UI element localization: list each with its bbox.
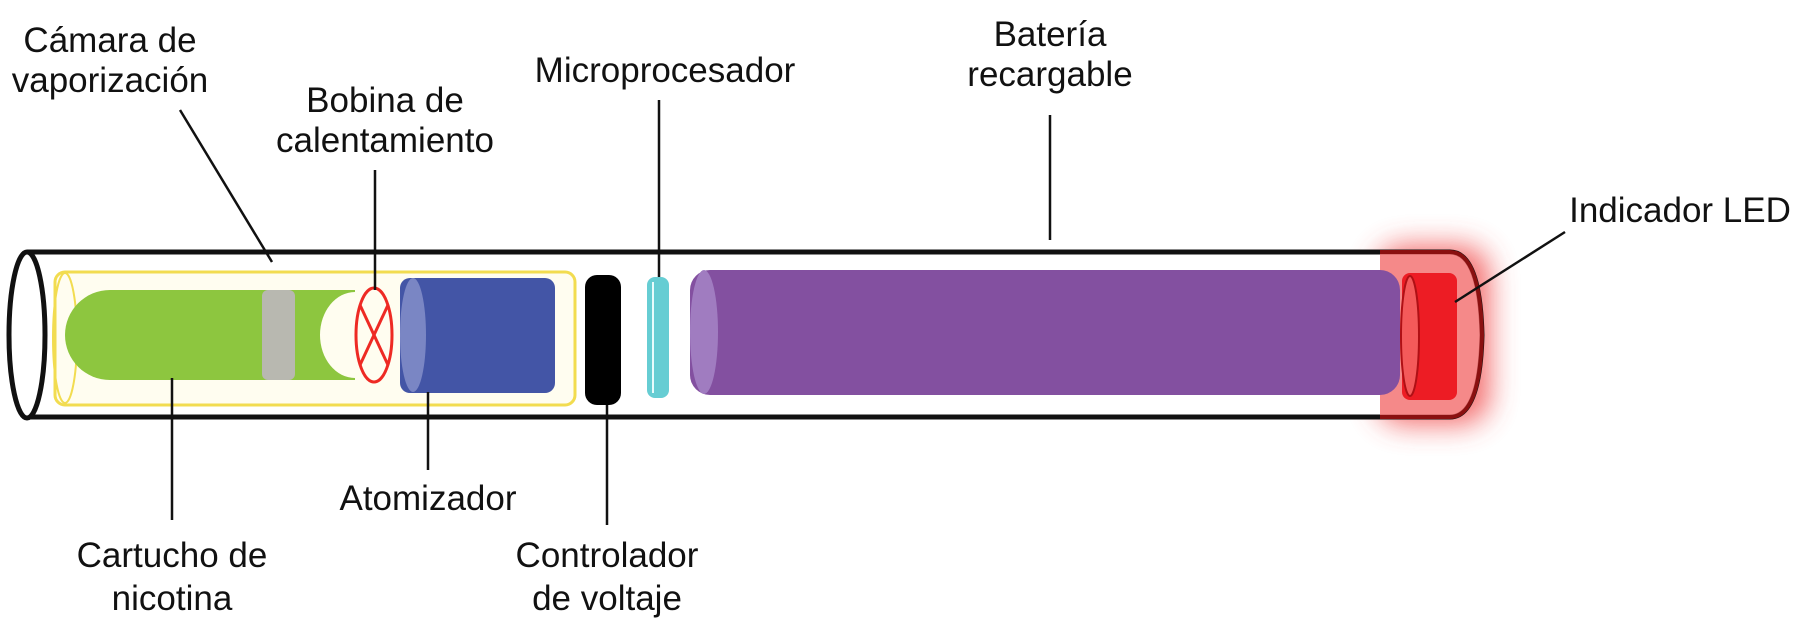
chamber-band xyxy=(262,290,295,380)
label-atomizer: Atomizador xyxy=(339,479,516,518)
label-line: Bobina de xyxy=(306,81,464,120)
label-line: Cámara de xyxy=(23,21,196,60)
nicotine-cartridge xyxy=(65,290,390,380)
label-line: Controlador xyxy=(516,536,699,575)
label-line: Cartucho de xyxy=(77,536,268,575)
label-line: de voltaje xyxy=(532,579,682,618)
atomizer xyxy=(400,278,555,393)
label-vaporization-chamber: Cámara de vaporización xyxy=(12,21,209,100)
rechargeable-battery xyxy=(690,270,1400,395)
label-battery: Batería recargable xyxy=(967,15,1132,94)
voltage-controller xyxy=(585,275,621,405)
label-line: vaporización xyxy=(12,61,209,100)
label-line: recargable xyxy=(967,55,1132,94)
label-line: Batería xyxy=(994,15,1107,54)
led-indicator xyxy=(1400,273,1457,400)
leader-led xyxy=(1454,230,1566,304)
label-led: Indicador LED xyxy=(1569,191,1791,230)
microprocessor xyxy=(647,277,669,398)
label-line: nicotina xyxy=(112,579,233,618)
label-voltage-controller: Controlador de voltaje xyxy=(516,536,699,618)
label-line: calentamiento xyxy=(276,121,494,160)
label-heating-coil: Bobina de calentamiento xyxy=(276,81,494,160)
label-microprocessor: Microprocesador xyxy=(535,51,796,90)
leader-vaporization-chamber xyxy=(178,109,274,263)
label-cartridge: Cartucho de nicotina xyxy=(77,536,268,618)
